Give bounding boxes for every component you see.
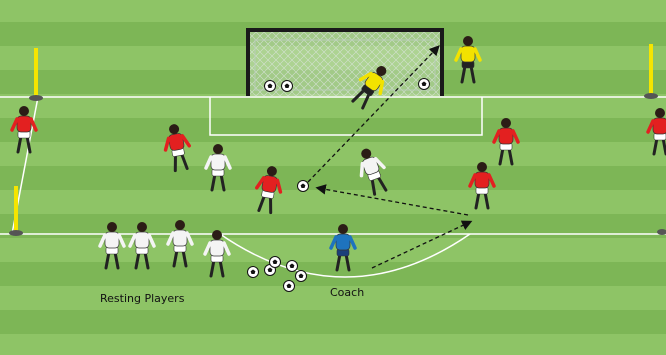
soccer-ball-icon (284, 281, 295, 292)
resting-players-label: Resting Players (100, 292, 185, 305)
soccer-ball-icon (296, 271, 307, 282)
soccer-ball-icon (282, 81, 293, 92)
soccer-ball-icon (419, 79, 430, 90)
soccer-ball-icon (265, 81, 276, 92)
coach-label: Coach (330, 286, 364, 299)
soccer-ball-icon (287, 261, 298, 272)
soccer-ball-icon (298, 181, 309, 192)
soccer-ball-icon (270, 257, 281, 268)
goal-net-icon (248, 30, 442, 96)
soccer-ball-icon (248, 267, 259, 278)
